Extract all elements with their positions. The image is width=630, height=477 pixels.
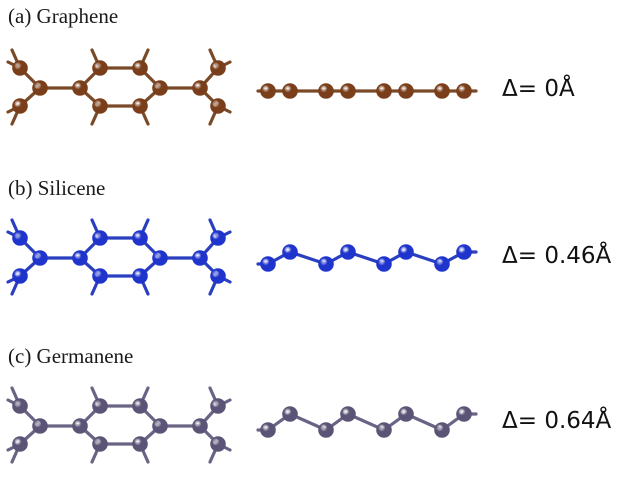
atom bbox=[132, 436, 148, 452]
atom bbox=[92, 436, 108, 452]
atom bbox=[192, 80, 208, 96]
delta-label-germanene: Δ= 0.64Å bbox=[502, 408, 612, 434]
side-atom bbox=[456, 406, 472, 422]
side-atom bbox=[282, 244, 298, 260]
atom bbox=[12, 60, 28, 76]
atom bbox=[12, 230, 28, 246]
atom bbox=[72, 80, 88, 96]
side-atom bbox=[260, 83, 276, 99]
atom bbox=[192, 250, 208, 266]
side-atom bbox=[398, 83, 414, 99]
atom bbox=[32, 418, 48, 434]
atom bbox=[210, 436, 226, 452]
side-atom bbox=[318, 256, 334, 272]
side-atom bbox=[260, 422, 276, 438]
side-atom bbox=[456, 83, 472, 99]
atom bbox=[32, 80, 48, 96]
side-atom bbox=[398, 406, 414, 422]
atom bbox=[92, 398, 108, 414]
atom bbox=[12, 436, 28, 452]
panel-2 bbox=[6, 386, 478, 464]
side-atom bbox=[318, 422, 334, 438]
panel-label-graphene: (a) Graphene bbox=[8, 4, 119, 28]
atom bbox=[210, 398, 226, 414]
atom bbox=[192, 418, 208, 434]
atom bbox=[152, 80, 168, 96]
side-atom bbox=[260, 256, 276, 272]
side-atom bbox=[434, 422, 450, 438]
atom bbox=[32, 250, 48, 266]
side-atom bbox=[434, 256, 450, 272]
side-atom bbox=[340, 83, 356, 99]
side-chain bbox=[256, 412, 478, 432]
atom bbox=[210, 98, 226, 114]
side-atom bbox=[340, 244, 356, 260]
atom bbox=[92, 60, 108, 76]
atom bbox=[152, 250, 168, 266]
side-chain bbox=[256, 250, 478, 266]
panel-0 bbox=[6, 48, 478, 126]
atom bbox=[210, 60, 226, 76]
atom bbox=[152, 418, 168, 434]
side-atom bbox=[376, 83, 392, 99]
atom bbox=[132, 60, 148, 76]
delta-label-graphene: Δ= 0Å bbox=[502, 76, 575, 102]
atom bbox=[132, 398, 148, 414]
side-atom bbox=[398, 244, 414, 260]
side-atom bbox=[340, 406, 356, 422]
atom bbox=[132, 98, 148, 114]
atom bbox=[72, 250, 88, 266]
atom bbox=[72, 418, 88, 434]
atom bbox=[12, 98, 28, 114]
side-atom bbox=[282, 406, 298, 422]
atom bbox=[12, 268, 28, 284]
side-atom bbox=[282, 83, 298, 99]
atom bbox=[92, 230, 108, 246]
atom bbox=[92, 98, 108, 114]
atom bbox=[210, 268, 226, 284]
delta-label-silicene: Δ= 0.46Å bbox=[502, 243, 612, 269]
atom bbox=[12, 398, 28, 414]
side-atom bbox=[434, 83, 450, 99]
side-atom bbox=[376, 256, 392, 272]
atom bbox=[132, 268, 148, 284]
panel-label-silicene: (b) Silicene bbox=[8, 176, 106, 200]
panel-label-germanene: (c) Germanene bbox=[8, 344, 134, 368]
side-atom bbox=[456, 244, 472, 260]
panel-1 bbox=[6, 218, 478, 296]
atom bbox=[132, 230, 148, 246]
side-atom bbox=[318, 83, 334, 99]
atom bbox=[92, 268, 108, 284]
atom bbox=[210, 230, 226, 246]
side-atom bbox=[376, 422, 392, 438]
